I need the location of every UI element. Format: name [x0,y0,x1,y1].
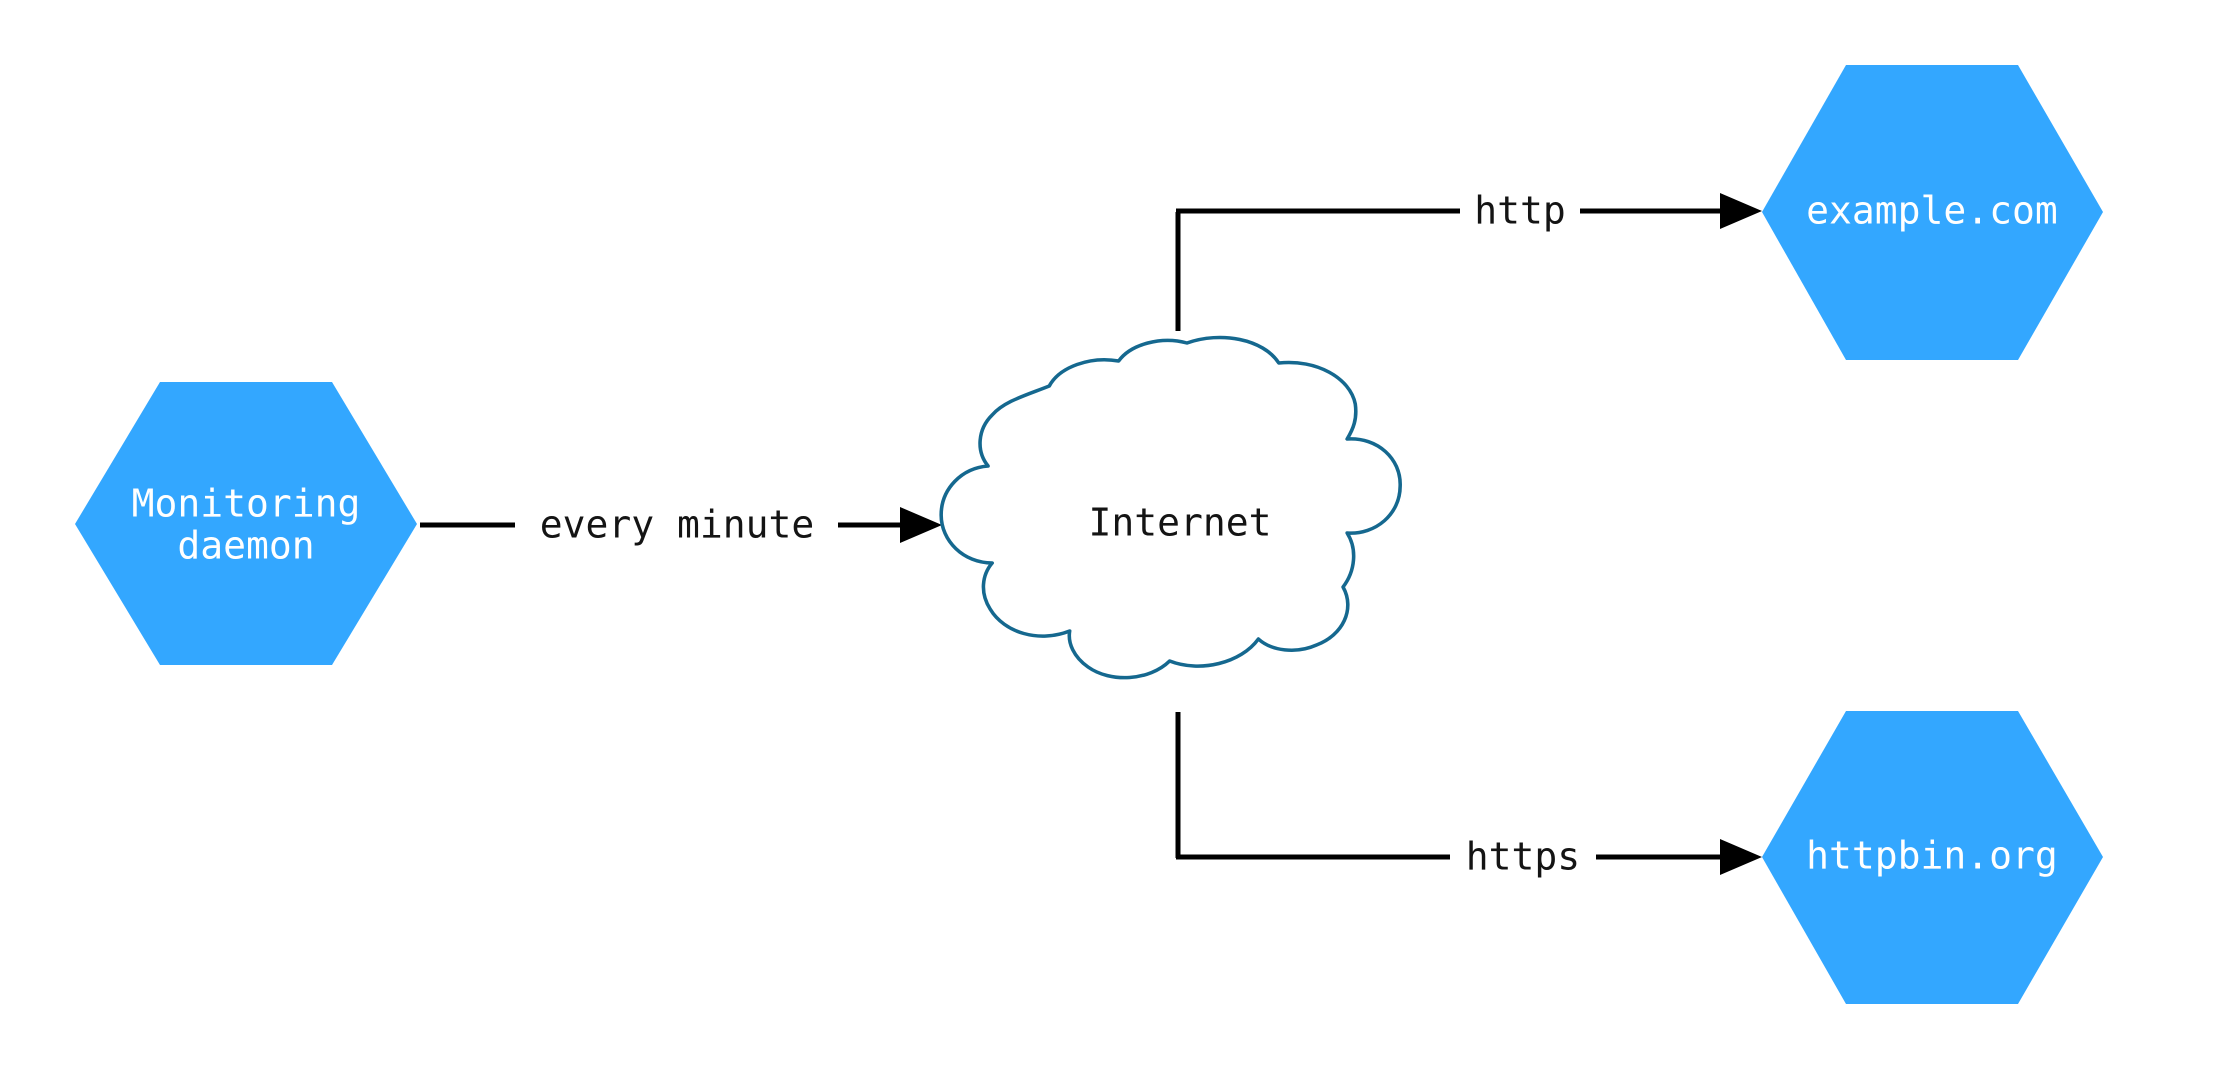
edge-label-every-minute: every minute [540,503,815,547]
httpbin-org-label: httpbin.org [1806,834,2058,878]
edge-daemon-internet-arrowhead [900,507,942,543]
node-monitoring-daemon[interactable]: Monitoring daemon [75,382,417,665]
edge-daemon-to-internet[interactable]: every minute [420,503,942,547]
internet-label: Internet [1088,501,1271,545]
node-internet[interactable]: Internet [939,335,1402,680]
monitoring-daemon-label-line2: daemon [177,524,314,568]
monitoring-daemon-hexagon [75,382,417,665]
example-com-hexagon [1762,65,2103,360]
node-httpbin-org[interactable]: httpbin.org [1762,711,2103,1004]
monitoring-daemon-label-line1: Monitoring [132,482,361,526]
edge-label-http: http [1474,189,1566,233]
edge-internet-httpbin-arrowhead [1720,839,1762,875]
internet-cloud-shape [939,335,1402,680]
edge-label-https: https [1466,835,1580,879]
edge-internet-example-arrowhead [1720,193,1762,229]
example-com-label: example.com [1806,189,2058,233]
edge-internet-to-example[interactable]: http [1175,189,1762,332]
httpbin-org-hexagon [1762,711,2103,1004]
node-example-com[interactable]: example.com [1762,65,2103,360]
edge-internet-to-httpbin[interactable]: https [1175,712,1762,879]
